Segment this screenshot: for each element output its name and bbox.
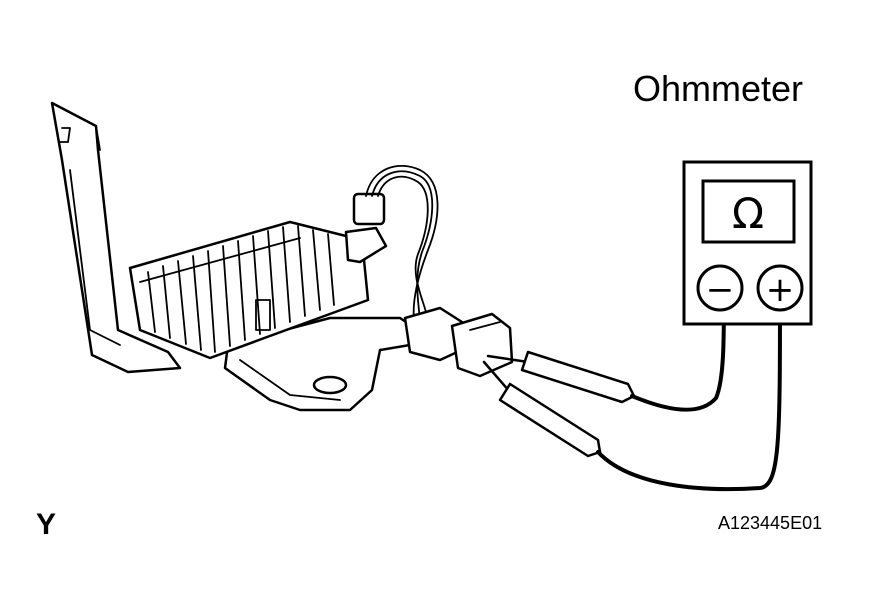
test-probe-positive	[482, 360, 602, 458]
harness-connector-small	[352, 192, 386, 226]
lead-wire-positive	[596, 286, 782, 492]
ohmmeter-label: Ohmmeter	[633, 68, 804, 109]
mounting-bracket	[50, 101, 182, 374]
figure-code: A123445E01	[718, 513, 823, 533]
module-connector	[344, 226, 388, 264]
positive-terminal	[756, 264, 804, 312]
lead-wire-negative	[630, 286, 726, 412]
base-bracket	[223, 316, 432, 412]
relay-module	[128, 220, 388, 360]
bolt-hole	[312, 375, 348, 395]
plus-symbol: +	[766, 270, 795, 310]
meter-display	[701, 179, 796, 244]
inline-connector	[403, 306, 514, 378]
ohm-symbol: Ω	[732, 189, 764, 238]
view-marker: Y	[36, 508, 57, 541]
test-probe-negative	[486, 350, 636, 404]
wire-harness	[352, 165, 439, 321]
minus-symbol: −	[706, 270, 735, 310]
negative-terminal	[696, 264, 744, 312]
cooling-fins	[147, 225, 335, 353]
ohmmeter: Ω − +	[682, 160, 813, 326]
label-plate	[255, 299, 271, 331]
